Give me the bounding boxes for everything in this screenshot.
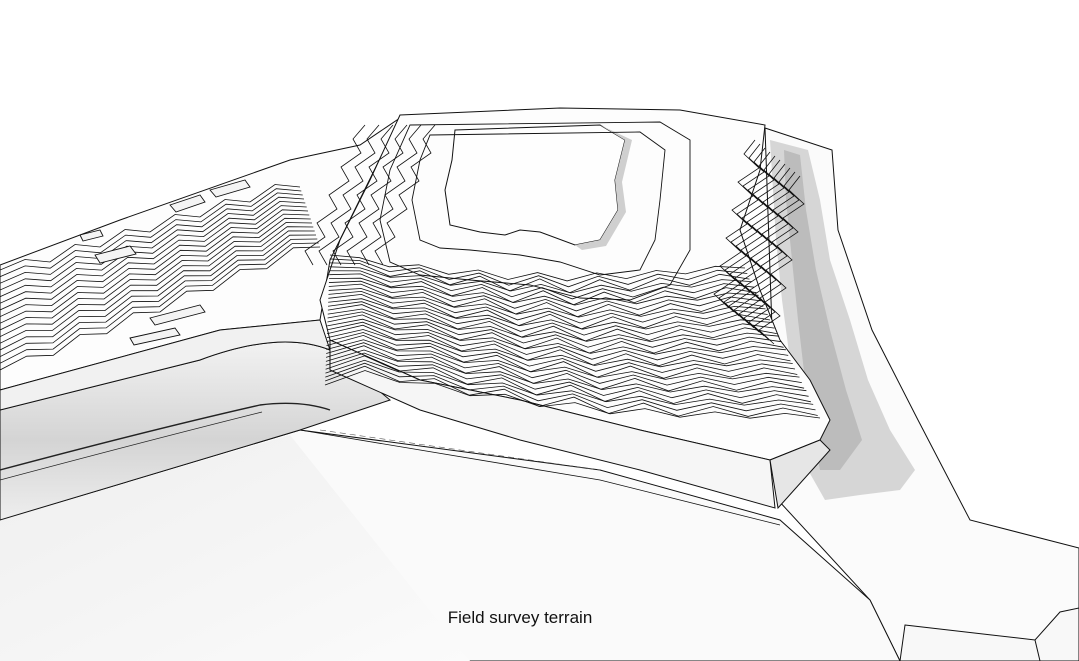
slope-contour: [325, 352, 809, 399]
lot-edge: [299, 429, 781, 526]
figure-caption: Field survey terrain: [447, 608, 593, 627]
left-contour: [0, 222, 313, 331]
cliff-contour: [723, 147, 770, 317]
left-contours: [0, 124, 436, 371]
slope-contour: [326, 324, 791, 367]
left-contour: [0, 192, 303, 284]
cliff-contour: [713, 139, 760, 309]
cliff-contours: [713, 139, 805, 345]
left-contour: [0, 213, 310, 318]
corner-structure-edge: [1034, 639, 1041, 661]
cliff-shadow-dark: [784, 150, 862, 470]
left-contour: [0, 234, 317, 351]
slope-contour: [326, 334, 798, 379]
slope-ridge-contour: [332, 124, 394, 266]
slope-contours: [324, 254, 821, 419]
slope-contour: [325, 365, 818, 417]
slope-ridge-contour: [360, 124, 422, 266]
slope-contour: [325, 355, 811, 404]
right-bank: [764, 127, 1079, 661]
slope-contour: [328, 283, 764, 318]
left-contour: [0, 205, 307, 304]
lot-edge-dashed: [319, 429, 601, 471]
cliff-contour: [743, 163, 790, 333]
left-contour: [0, 188, 302, 278]
cliff-contour: [738, 159, 785, 329]
slope-ridge-contour: [346, 124, 408, 266]
slope-contour: [329, 262, 750, 294]
left-pads: [79, 179, 251, 346]
left-contour: [0, 217, 311, 324]
left-contour: [0, 196, 305, 291]
slope-contour: [328, 288, 766, 318]
plateau-outline: [444, 124, 626, 246]
slope-ridge-contour: [374, 124, 436, 266]
road-edge-line: [0, 402, 331, 471]
slope-contour: [327, 314, 784, 354]
left-contour: [0, 226, 314, 338]
slope-contour: [327, 304, 777, 342]
plateau-rings: [379, 121, 691, 301]
cliff-contour: [758, 175, 805, 345]
left-contour: [0, 238, 318, 358]
slope-contour: [326, 342, 802, 386]
cliff-contour: [753, 171, 800, 341]
slope-contour: [327, 321, 789, 361]
slope-contour: [325, 345, 805, 392]
slope-contour: [327, 308, 780, 343]
slope-contour: [329, 258, 748, 288]
slope-contour: [329, 277, 759, 306]
left-contour: [0, 209, 309, 311]
slope-contour: [326, 332, 796, 373]
slope-contour: [329, 273, 757, 306]
main-block-side: [769, 439, 831, 510]
slope-contour: [328, 290, 768, 324]
slope-contour: [327, 301, 775, 336]
slope-contour: [327, 311, 782, 348]
plateau-shadow: [575, 125, 632, 250]
slope-contour: [326, 339, 800, 380]
cliff-contour: [718, 143, 765, 313]
left-contour: [0, 200, 306, 298]
slope-contour: [328, 298, 773, 330]
slope-contour: [328, 293, 771, 330]
slope-contour: [325, 362, 816, 412]
slope-ridge-contour: [304, 124, 366, 266]
road-edge-line: [0, 411, 263, 481]
slope-contour: [329, 270, 755, 300]
left-contour: [0, 242, 319, 364]
slope-contour: [325, 359, 814, 406]
slope-contour: [329, 254, 746, 282]
cliff-contour: [733, 155, 780, 325]
slope-contour: [326, 329, 793, 368]
cliff-contour: [728, 151, 775, 321]
slope-contour: [324, 370, 821, 419]
slope-contour: [327, 318, 786, 355]
left-contour: [0, 230, 315, 344]
slope-contour: [328, 280, 761, 312]
slope-contour: [329, 266, 752, 294]
slope-ridge-contour: [318, 124, 380, 266]
lot-shade: [0, 435, 470, 661]
cliff-contour: [748, 167, 795, 337]
slope-contour: [325, 349, 807, 393]
left-contour: [0, 246, 321, 371]
left-contour: [0, 184, 301, 271]
